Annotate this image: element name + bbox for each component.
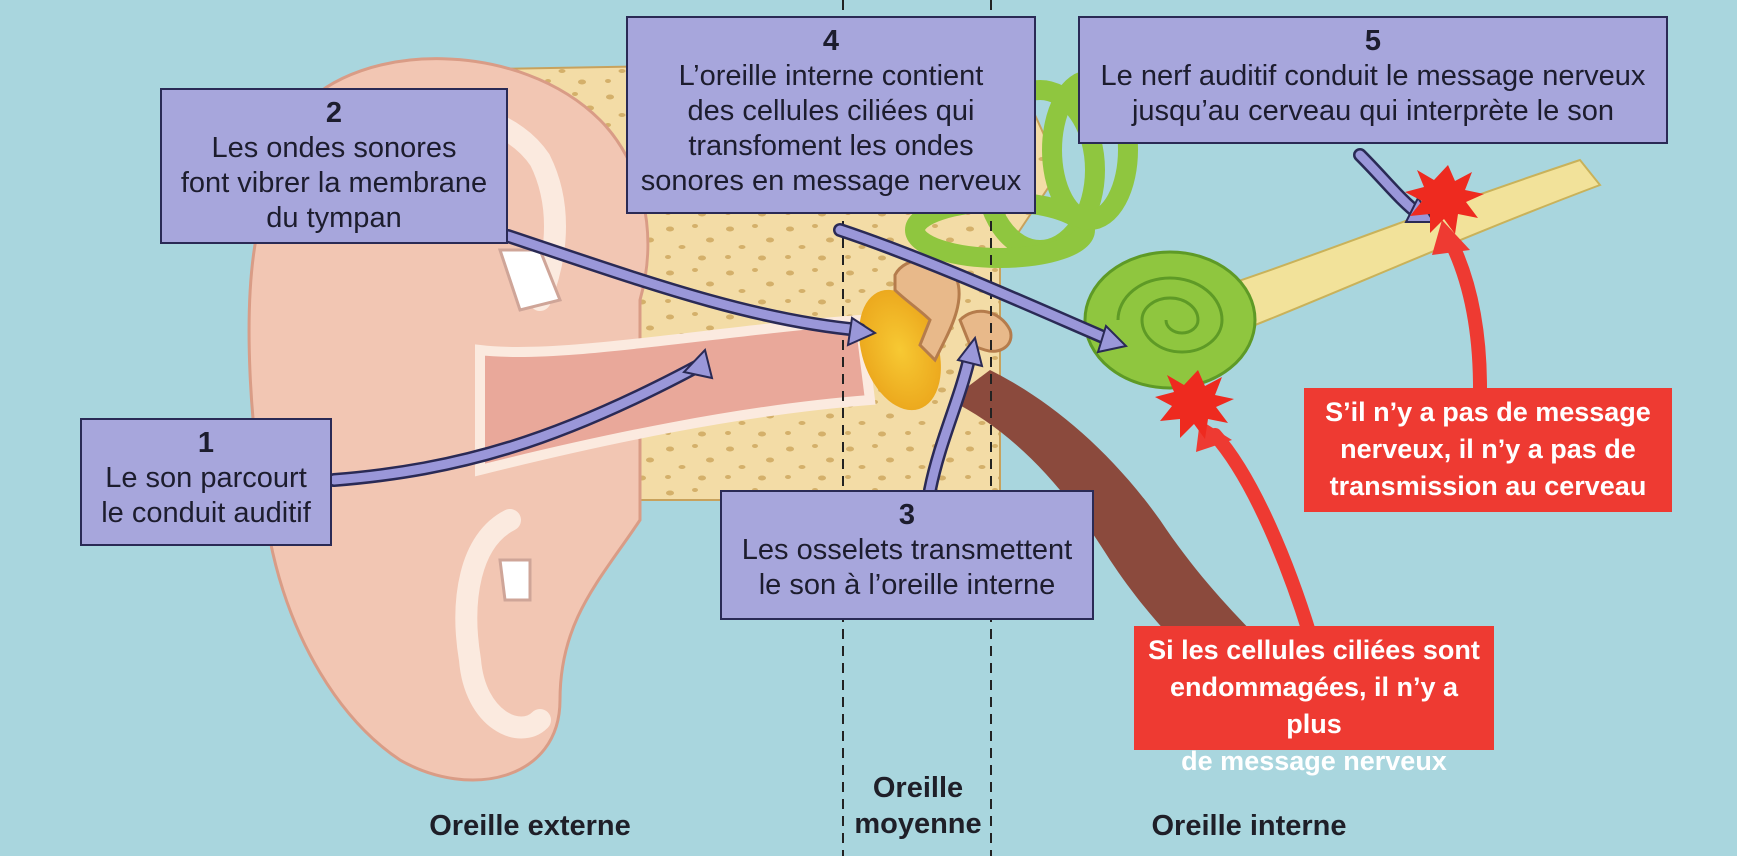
- warning-2-line-3: de message nerveux: [1142, 743, 1486, 780]
- step-2-number: 2: [170, 96, 498, 131]
- region-label-outer: Oreille externe: [400, 808, 660, 844]
- step-5-number: 5: [1088, 24, 1658, 59]
- step-4-line-2: des cellules ciliées qui: [636, 94, 1026, 129]
- ear-lobe-hole: [500, 560, 530, 600]
- region-middle-line-1: Oreille: [846, 770, 990, 806]
- step-3-box: 3 Les osselets transmettent le son à l’o…: [720, 490, 1094, 620]
- warning-no-transmission: S’il n’y a pas de message nerveux, il n’…: [1304, 388, 1672, 512]
- warning-2-line-1: Si les cellules ciliées sont: [1142, 632, 1486, 669]
- step-1-number: 1: [90, 426, 322, 461]
- warning-2-line-2: endommagées, il n’y a plus: [1142, 669, 1486, 743]
- step-3-line-1: Les osselets transmettent: [730, 533, 1084, 568]
- warning-damaged-cells: Si les cellules ciliées sont endommagées…: [1134, 626, 1494, 750]
- region-label-inner: Oreille interne: [1114, 808, 1384, 844]
- step-4-line-3: transfoment les ondes: [636, 129, 1026, 164]
- step-2-line-1: Les ondes sonores: [170, 131, 498, 166]
- step-1-box: 1 Le son parcourt le conduit auditif: [80, 418, 332, 546]
- step-5-box: 5 Le nerf auditif conduit le message ner…: [1078, 16, 1668, 144]
- region-inner-line-1: Oreille interne: [1114, 808, 1384, 844]
- step-2-box: 2 Les ondes sonores font vibrer la membr…: [160, 88, 508, 244]
- step-3-number: 3: [730, 498, 1084, 533]
- step-4-number: 4: [636, 24, 1026, 59]
- step-1-line-2: le conduit auditif: [90, 496, 322, 531]
- step-3-line-2: le son à l’oreille interne: [730, 568, 1084, 603]
- warning-1-line-3: transmission au cerveau: [1312, 468, 1664, 505]
- region-label-middle: Oreille moyenne: [846, 770, 990, 842]
- red-arrow-cells: [1215, 435, 1310, 635]
- step-1-line-1: Le son parcourt: [90, 461, 322, 496]
- region-middle-line-2: moyenne: [846, 806, 990, 842]
- step-4-line-4: sonores en message nerveux: [636, 164, 1026, 199]
- step-5-line-2: jusqu’au cerveau qui interprète le son: [1088, 94, 1658, 129]
- red-arrow-brain: [1450, 240, 1480, 388]
- region-outer-line-1: Oreille externe: [400, 808, 660, 844]
- warning-1-line-1: S’il n’y a pas de message: [1312, 394, 1664, 431]
- step-2-line-2: font vibrer la membrane: [170, 166, 498, 201]
- step-4-line-1: L’oreille interne contient: [636, 59, 1026, 94]
- cochlea: [1085, 252, 1255, 388]
- arrow-5: [1360, 155, 1420, 215]
- step-2-line-3: du tympan: [170, 201, 498, 236]
- step-5-line-1: Le nerf auditif conduit le message nerve…: [1088, 59, 1658, 94]
- warning-1-line-2: nerveux, il n’y a pas de: [1312, 431, 1664, 468]
- step-4-box: 4 L’oreille interne contient des cellule…: [626, 16, 1036, 214]
